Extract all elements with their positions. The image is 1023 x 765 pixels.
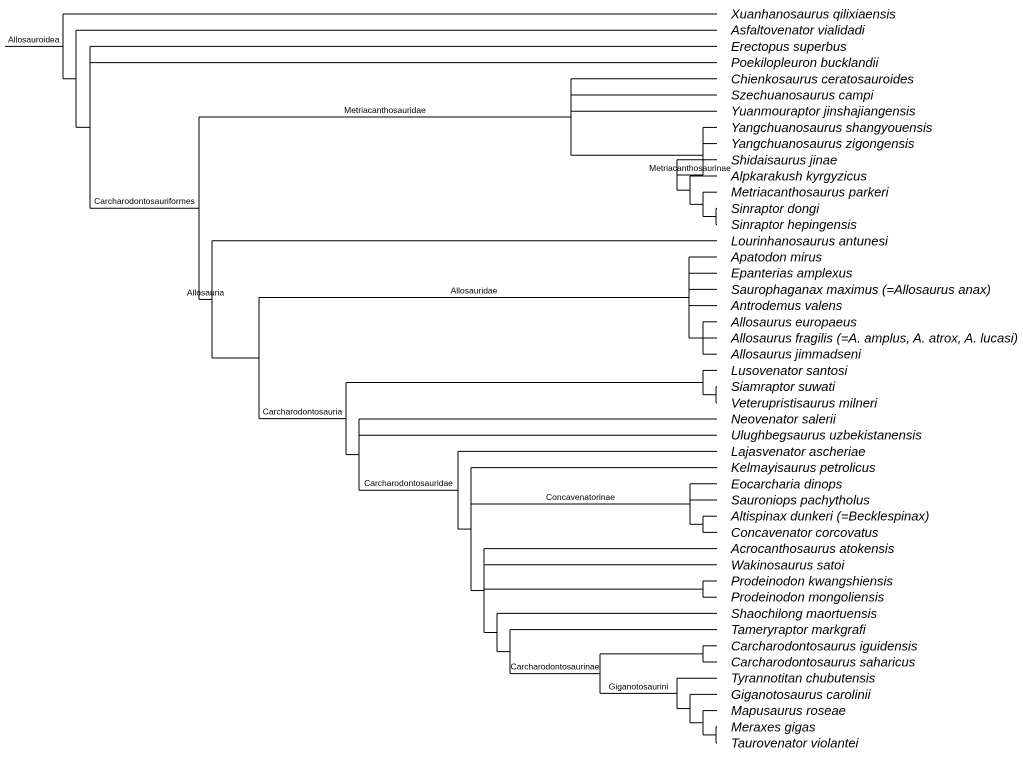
taxon-label: Allosaurus europaeus xyxy=(730,314,857,329)
taxon-label: Prodeinodon mongoliensis xyxy=(731,590,885,605)
taxon-label: Allosaurus fragilis (=A. amplus, A. atro… xyxy=(730,331,1018,346)
taxon-label: Poekilopleuron bucklandii xyxy=(731,55,880,70)
taxon-label: Shaochilong maortuensis xyxy=(731,606,877,621)
taxon-label: Xuanhanosaurus qilixiaensis xyxy=(730,7,896,22)
taxon-label: Tyrannotitan chubutensis xyxy=(731,671,876,686)
taxon-label: Acrocanthosaurus atokensis xyxy=(730,541,895,556)
clade-label: Giganotosaurini xyxy=(609,681,669,691)
taxon-label: Ulughbegsaurus uzbekistanensis xyxy=(731,428,922,443)
taxon-label: Sinraptor hepingensis xyxy=(731,217,857,232)
taxon-label: Meraxes gigas xyxy=(731,719,816,734)
taxon-label: Lajasvenator ascheriae xyxy=(731,444,865,459)
clade-label: Metriacanthosauridae xyxy=(344,105,426,115)
taxon-label: Tameryraptor markgrafi xyxy=(731,622,867,637)
taxon-label: Kelmayisaurus petrolicus xyxy=(731,460,876,475)
taxon-label: Altispinax dunkeri (=Becklespinax) xyxy=(730,509,929,524)
clade-label: Concavenatorinae xyxy=(546,492,615,502)
taxon-label: Neovenator salerii xyxy=(731,412,837,427)
taxon-label: Asfaltovenator vialidadi xyxy=(730,23,866,38)
taxon-label: Carcharodontosaurus saharicus xyxy=(731,655,916,670)
taxon-label: Yangchuanosaurus shangyouensis xyxy=(731,120,933,135)
taxon-label: Sinraptor dongi xyxy=(731,201,820,216)
taxon-label: Carcharodontosaurus iguidensis xyxy=(731,638,918,653)
clade-label: Carcharodontosauriformes xyxy=(94,196,195,206)
clade-label: Allosauria xyxy=(187,287,225,297)
clade-label: Carcharodontosaurinae xyxy=(511,662,600,672)
clade-label: Allosauroidea xyxy=(8,34,60,44)
taxon-label: Szechuanosaurus campi xyxy=(731,88,874,103)
taxon-label: Alpkarakush kyrgyzicus xyxy=(730,169,867,184)
tree-labels: Xuanhanosaurus qilixiaensisAsfaltovenato… xyxy=(8,7,1018,751)
taxon-label: Yuanmouraptor jinshajiangensis xyxy=(731,104,916,119)
taxon-label: Eocarcharia dinops xyxy=(731,476,843,491)
taxon-label: Apatodon mirus xyxy=(730,250,823,265)
branch-lines xyxy=(5,13,717,744)
taxon-label: Wakinosaurus satoi xyxy=(731,557,845,572)
taxon-label: Chienkosaurus ceratosauroides xyxy=(731,71,914,86)
clade-label: Carcharodontosauridae xyxy=(364,478,453,488)
clade-label: Metriacanthosaurinae xyxy=(649,163,731,173)
taxon-label: Siamraptor suwati xyxy=(731,379,836,394)
taxon-label: Giganotosaurus carolinii xyxy=(731,687,872,702)
taxon-label: Sauroniops pachytholus xyxy=(731,493,870,508)
taxon-label: Prodeinodon kwangshiensis xyxy=(731,574,893,589)
taxon-label: Antrodemus valens xyxy=(730,298,843,313)
taxon-label: Lusovenator santosi xyxy=(731,363,848,378)
clade-label: Carcharodontosauria xyxy=(263,407,343,417)
taxon-label: Lourinhanosaurus antunesi xyxy=(731,233,889,248)
taxon-label: Epanterias amplexus xyxy=(731,266,853,281)
taxon-label: Concavenator corcovatus xyxy=(731,525,879,540)
taxon-label: Yangchuanosaurus zigongensis xyxy=(731,136,915,151)
taxon-label: Erectopus superbus xyxy=(731,39,847,54)
taxon-label: Allosaurus jimmadseni xyxy=(730,347,862,362)
taxon-label: Shidaisaurus jinae xyxy=(731,152,837,167)
taxon-label: Saurophaganax maximus (=Allosaurus anax) xyxy=(731,282,991,297)
taxon-label: Mapusaurus roseae xyxy=(731,703,846,718)
taxon-label: Taurovenator violantei xyxy=(731,736,860,751)
clade-label: Allosauridae xyxy=(451,286,498,296)
taxon-label: Veterupristisaurus milneri xyxy=(731,395,878,410)
taxon-label: Metriacanthosaurus parkeri xyxy=(731,185,890,200)
